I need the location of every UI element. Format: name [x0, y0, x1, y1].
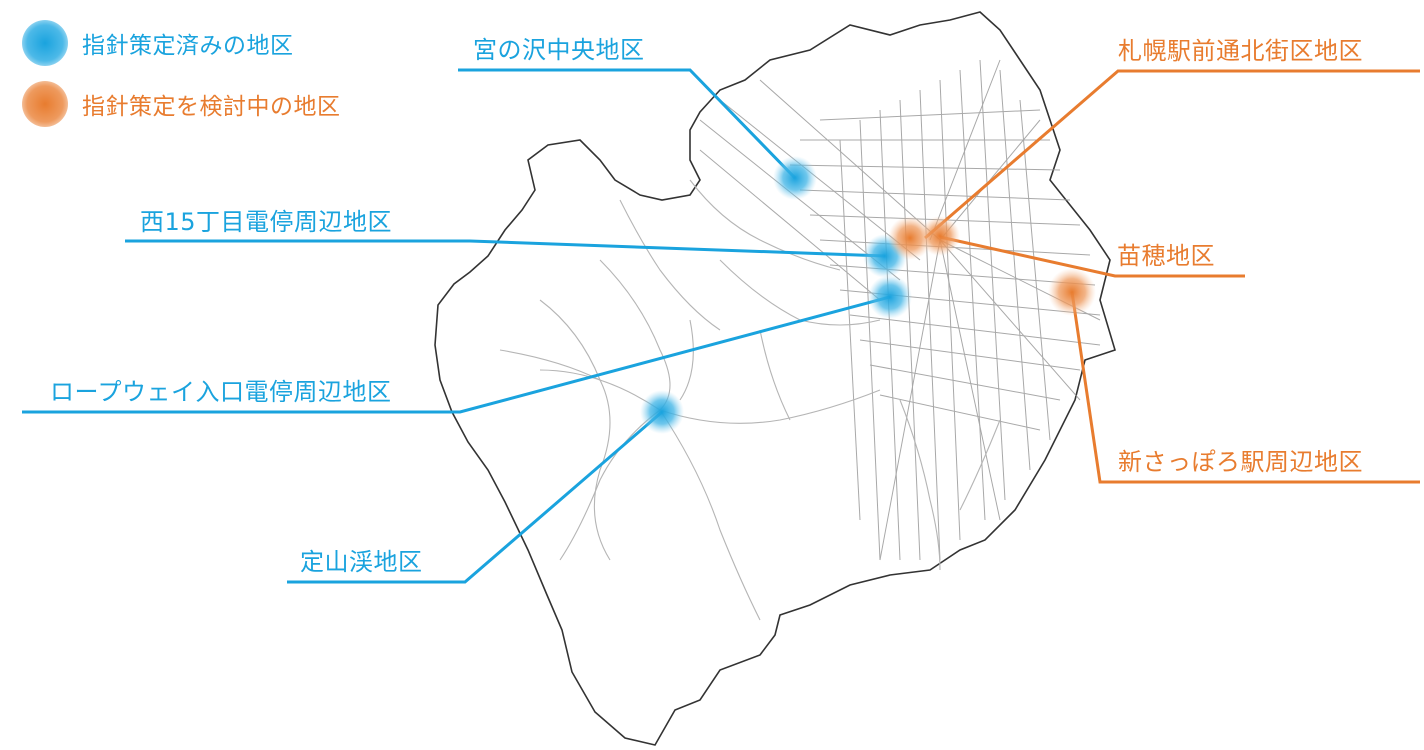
legend-dot-orange: [22, 81, 68, 127]
label-ropeway[interactable]: ロープウェイ入口電停周辺地区: [50, 378, 392, 406]
label-sapporo-ekimae[interactable]: 札幌駅前通北街区地区: [1118, 37, 1363, 65]
leader-naebo: [939, 235, 1245, 278]
marker-shin-sapporo[interactable]: [1048, 268, 1096, 316]
marker-sapporo-ekimae[interactable]: [888, 216, 932, 260]
leader-sapporo-ekimae: [924, 69, 1420, 240]
leader-nishi15: [125, 239, 886, 258]
label-naebo[interactable]: 苗穂地区: [1117, 242, 1215, 270]
leader-lines: [22, 68, 1420, 584]
legend-considering: 指針策定を検討中の地区: [22, 81, 341, 127]
leader-miyanosawa: [458, 68, 797, 180]
city-boundary: [434, 11, 1116, 746]
label-jozankei[interactable]: 定山渓地区: [300, 548, 423, 576]
leader-jozankei: [287, 410, 663, 584]
legend-label-considering: 指針策定を検討中の地区: [82, 94, 341, 120]
label-miyanosawa[interactable]: 宮の沢中央地区: [473, 36, 645, 64]
legend-label-done: 指針策定済みの地区: [82, 33, 294, 59]
leader-ropeway: [22, 295, 891, 414]
marker-naebo[interactable]: [920, 216, 960, 256]
legend-dot-blue: [22, 20, 68, 66]
marker-jozankei[interactable]: [640, 390, 684, 434]
district-markers: [640, 156, 1096, 434]
label-nishi15[interactable]: 西15丁目電停周辺地区: [140, 208, 393, 236]
leader-shin-sapporo: [1070, 291, 1420, 484]
label-shin-sapporo[interactable]: 新さっぽろ駅周辺地区: [1118, 448, 1363, 476]
marker-ropeway[interactable]: [868, 275, 912, 319]
road-grid: [699, 59, 1101, 561]
marker-miyanosawa[interactable]: [773, 156, 817, 200]
legend-done: 指針策定済みの地区: [22, 20, 294, 66]
